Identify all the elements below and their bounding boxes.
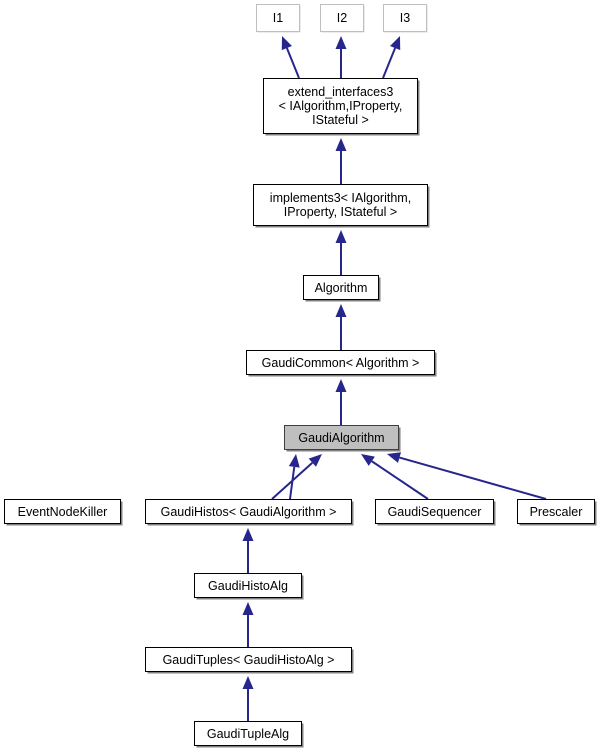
class-node-gaudituples[interactable]: GaudiTuples< GaudiHistoAlg >: [145, 647, 352, 672]
class-node-implements3[interactable]: implements3< IAlgorithm, IProperty, ISta…: [253, 184, 428, 226]
inheritance-arrowhead-prescaler-to-gaudialgorithm: [387, 452, 402, 463]
class-node-gaudituplealg[interactable]: GaudiTupleAlg: [194, 721, 302, 746]
class-node-extend3[interactable]: extend_interfaces3 < IAlgorithm,IPropert…: [263, 78, 418, 134]
inheritance-arrowhead-extend3-to-i3: [390, 36, 401, 51]
class-node-gaudialgorithm[interactable]: GaudiAlgorithm: [284, 425, 399, 450]
class-node-gaudicommon[interactable]: GaudiCommon< Algorithm >: [246, 350, 435, 375]
inheritance-arrowhead-gaudihistoalg-to-gaudihistos: [242, 528, 254, 541]
inheritance-arrowhead-gaudialgorithm-to-gaudicommon: [335, 379, 347, 392]
inheritance-arrowhead-gaudihistos-to-gaudialgorithm: [308, 454, 322, 467]
class-node-i1[interactable]: I1: [256, 4, 300, 32]
class-node-gaudihistos[interactable]: GaudiHistos< GaudiAlgorithm >: [145, 499, 352, 524]
class-node-gaudihistoalg[interactable]: GaudiHistoAlg: [194, 573, 302, 598]
inheritance-edge-extend3-to-i3: [382, 47, 397, 79]
class-node-i2[interactable]: I2: [320, 4, 364, 32]
inheritance-edge-gaudihistos-to-gaudialgorithm: [271, 461, 314, 500]
class-node-prescaler[interactable]: Prescaler: [517, 499, 595, 524]
class-node-algorithm[interactable]: Algorithm: [303, 275, 379, 300]
class-node-eventnodekiller[interactable]: EventNodeKiller: [4, 499, 121, 524]
inheritance-arrowhead-eventnodekiller-to-gaudialgorithm: [288, 454, 300, 468]
inheritance-arrowhead-gaudituplealg-to-gaudituples: [242, 676, 254, 689]
inheritance-arrowhead-gaudituples-to-gaudihistoalg: [242, 602, 254, 615]
inheritance-arrowhead-implements3-to-extend3: [335, 138, 347, 151]
inheritance-edge-eventnodekiller-to-gaudialgorithm: [289, 466, 296, 500]
class-node-gaudisequencer[interactable]: GaudiSequencer: [375, 499, 494, 524]
inheritance-arrowhead-extend3-to-i2: [335, 36, 347, 49]
inheritance-edge-prescaler-to-gaudialgorithm: [399, 456, 547, 500]
inheritance-arrowhead-gaudisequencer-to-gaudialgorithm: [361, 454, 375, 466]
class-node-i3[interactable]: I3: [383, 4, 427, 32]
inheritance-arrowhead-extend3-to-i1: [281, 36, 292, 51]
inheritance-edge-extend3-to-i1: [285, 47, 300, 79]
inheritance-arrowhead-gaudicommon-to-algorithm: [335, 304, 347, 317]
inheritance-edge-gaudisequencer-to-gaudialgorithm: [371, 460, 429, 500]
inheritance-arrowhead-algorithm-to-implements3: [335, 230, 347, 243]
